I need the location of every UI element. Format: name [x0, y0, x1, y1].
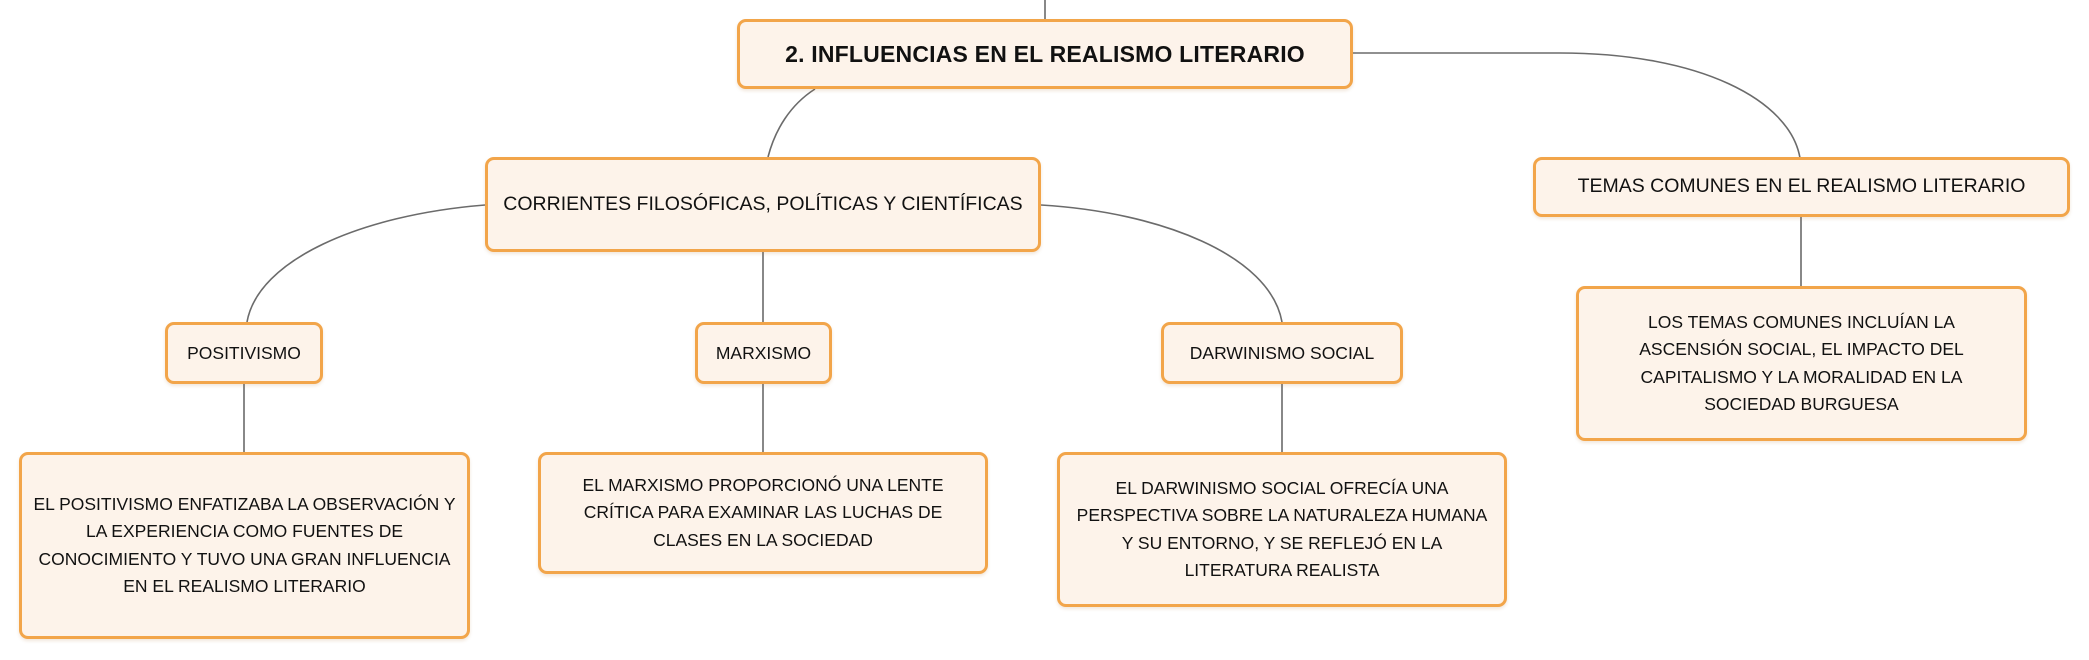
node-positivismo-label: POSITIVISMO — [187, 342, 301, 363]
node-temas-comunes[interactable]: TEMAS COMUNES EN EL REALISMO LITERARIO — [1533, 157, 2070, 217]
connector-corrientes-to-darwinismo — [1040, 204, 1283, 323]
node-darwinismo-desc-label: EL DARWINISMO SOCIAL OFRECÍA UNA PERSPEC… — [1076, 478, 1488, 580]
node-darwinismo-label: DARWINISMO SOCIAL — [1189, 342, 1375, 363]
node-positivismo-desc-label: EL POSITIVISMO ENFATIZABA LA OBSERVACIÓN… — [33, 494, 456, 596]
node-darwinismo-desc[interactable]: EL DARWINISMO SOCIAL OFRECÍA UNA PERSPEC… — [1057, 452, 1507, 607]
connector-root-to-corrientes — [767, 88, 816, 158]
node-marxismo[interactable]: MARXISMO — [695, 322, 832, 384]
node-root-label: 2. INFLUENCIAS EN EL REALISMO LITERARIO — [785, 40, 1305, 67]
node-temas-desc-label: LOS TEMAS COMUNES INCLUÍAN LA ASCENSIÓN … — [1639, 312, 1964, 414]
node-marxismo-desc-label: EL MARXISMO PROPORCIONÓ UNA LENTE CRÍTIC… — [582, 475, 944, 550]
node-marxismo-label: MARXISMO — [715, 342, 812, 363]
node-root-influencias[interactable]: 2. INFLUENCIAS EN EL REALISMO LITERARIO — [737, 19, 1353, 89]
node-marxismo-desc[interactable]: EL MARXISMO PROPORCIONÓ UNA LENTE CRÍTIC… — [538, 452, 988, 574]
node-positivismo[interactable]: POSITIVISMO — [165, 322, 323, 384]
node-positivismo-desc[interactable]: EL POSITIVISMO ENFATIZABA LA OBSERVACIÓN… — [19, 452, 470, 639]
node-temas-desc[interactable]: LOS TEMAS COMUNES INCLUÍAN LA ASCENSIÓN … — [1576, 286, 2027, 441]
node-temas-label: TEMAS COMUNES EN EL REALISMO LITERARIO — [1577, 175, 2026, 198]
connector-corrientes-to-positivismo — [246, 204, 486, 323]
connector-root-to-temas — [1353, 52, 1801, 159]
node-corrientes-label: CORRIENTES FILOSÓFICAS, POLÍTICAS Y CIEN… — [503, 192, 1023, 215]
node-corrientes[interactable]: CORRIENTES FILOSÓFICAS, POLÍTICAS Y CIEN… — [485, 157, 1041, 252]
node-darwinismo-social[interactable]: DARWINISMO SOCIAL — [1161, 322, 1403, 384]
